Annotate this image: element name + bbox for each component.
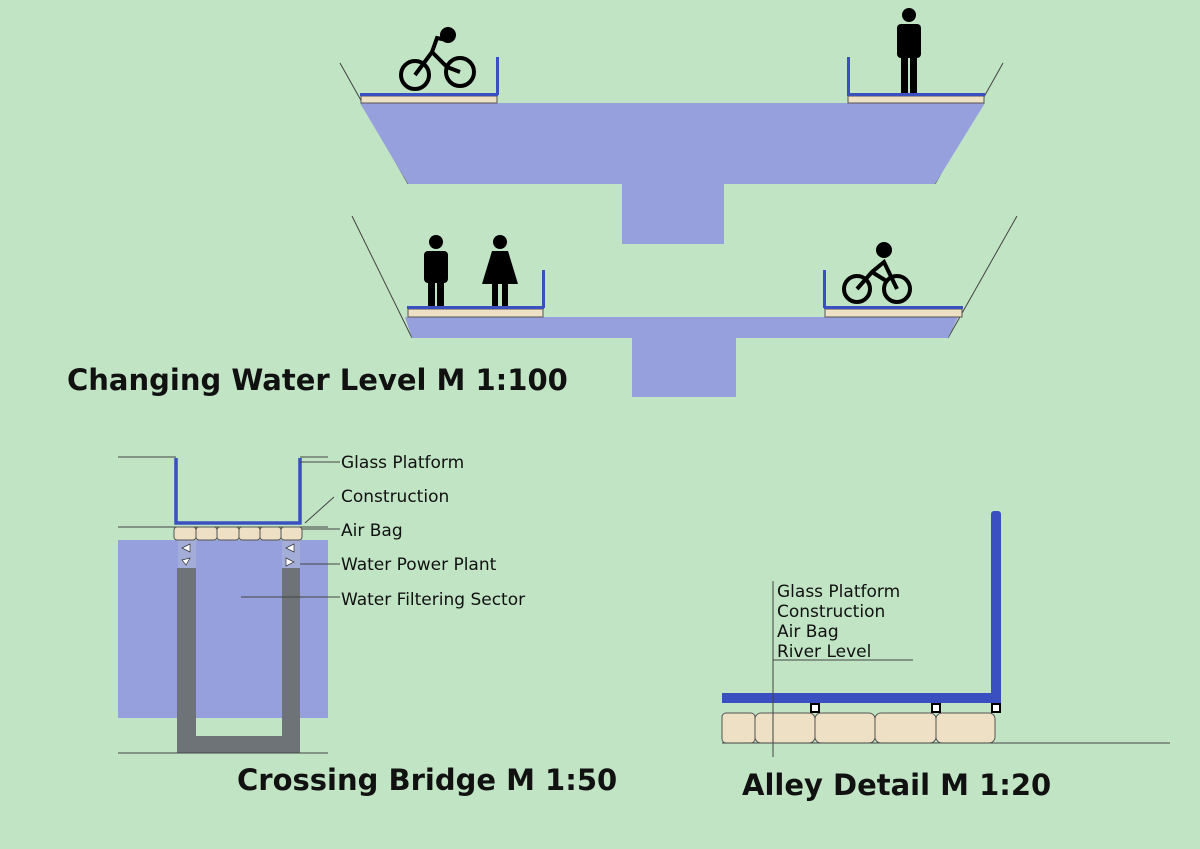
person-icon	[897, 8, 921, 93]
glass-platform	[174, 458, 302, 525]
air-bags	[173, 526, 303, 541]
concrete-channel	[177, 568, 300, 753]
platform-right	[823, 270, 963, 318]
label-construction: Construction	[777, 602, 885, 622]
section-low-water	[351, 215, 1018, 397]
crossing-bridge-drawing: Glass Platform Construction Air Bag Wate…	[118, 453, 525, 754]
alley-detail-drawing: Glass Platform Construction Air Bag Rive…	[721, 511, 1170, 757]
changing-water-level-title: Changing Water Level M 1:100	[67, 363, 568, 397]
river-water	[405, 317, 958, 397]
cyclist-icon	[399, 27, 476, 91]
label-river-level: River Level	[777, 642, 871, 662]
label-construction: Construction	[341, 487, 449, 507]
alley-detail-title: Alley Detail M 1:20	[742, 768, 1051, 802]
label-air-bag: Air Bag	[341, 521, 403, 541]
platform-left	[360, 57, 499, 104]
label-glass-platform: Glass Platform	[341, 453, 464, 473]
construction-joints	[810, 703, 1001, 713]
label-glass-platform: Glass Platform	[777, 582, 900, 602]
label-water-filtering-sector: Water Filtering Sector	[341, 590, 525, 610]
woman-icon	[482, 235, 518, 306]
section-high-water	[339, 8, 1004, 244]
crossing-bridge-title: Crossing Bridge M 1:50	[237, 763, 617, 797]
river-water	[360, 103, 985, 244]
air-bags	[721, 712, 996, 744]
man-icon	[424, 235, 448, 306]
platform-left	[407, 270, 545, 318]
turbine-icon	[181, 543, 295, 567]
cyclist-icon	[842, 242, 912, 304]
label-water-power-plant: Water Power Plant	[341, 555, 497, 575]
platform-right	[847, 57, 985, 104]
label-air-bag: Air Bag	[777, 622, 839, 642]
